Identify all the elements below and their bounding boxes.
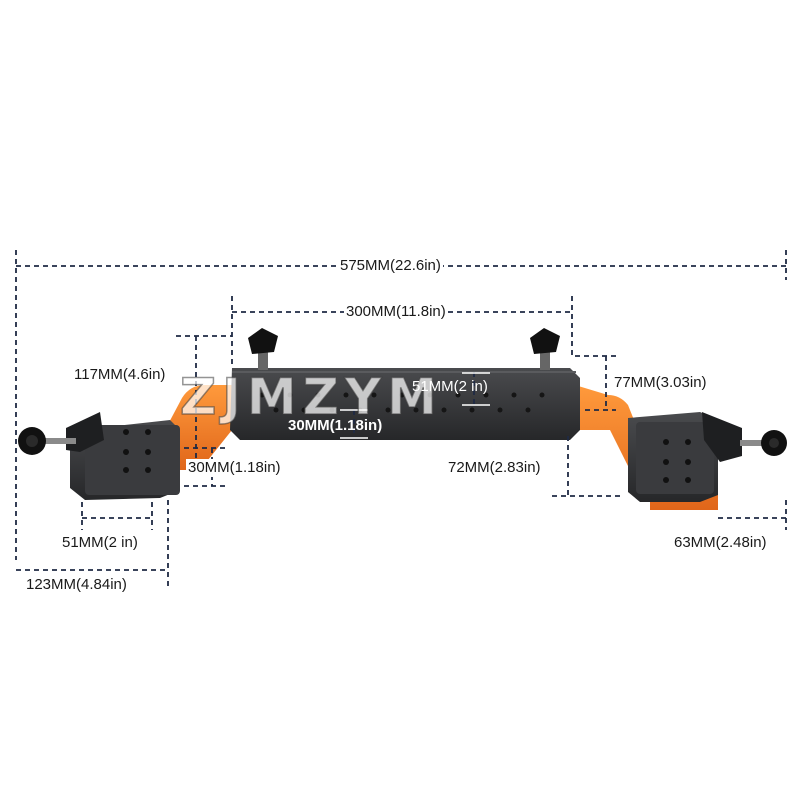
right-plate-top	[636, 422, 714, 494]
orange-arm-right	[575, 385, 718, 510]
dimension-lines	[15, 250, 787, 586]
label-left-hole-spacing: 51MM(2 in)	[60, 534, 140, 552]
label-right-height: 77MM(3.03in)	[612, 374, 709, 392]
label-overall-length: 575MM(22.6in)	[338, 257, 443, 275]
brand-watermark: ZJMZYM	[179, 367, 443, 427]
left-plate-top	[85, 425, 180, 495]
label-right-drop: 72MM(2.83in)	[446, 459, 543, 477]
left-threaded-rod	[36, 438, 76, 444]
label-left-height: 117MM(4.6in)	[72, 366, 168, 384]
label-left-base-height: 30MM(1.18in)	[186, 459, 283, 477]
label-center-bar-height: 30MM(1.18in)	[288, 417, 383, 434]
label-center-bar-length: 300MM(11.8in)	[344, 303, 448, 321]
center-left-knob-icon[interactable]	[248, 328, 278, 354]
label-left-overall-width: 123MM(4.84in)	[24, 576, 129, 594]
center-right-knob-icon[interactable]	[530, 328, 560, 354]
label-center-slot-width: 51MM(2 in)	[412, 378, 488, 395]
right-threaded-rod	[740, 440, 772, 446]
dimension-ticks-white	[340, 372, 490, 439]
label-right-plate-width: 63MM(2.48in)	[672, 534, 769, 552]
right-clamp-block	[702, 412, 742, 462]
center-bar	[230, 368, 580, 440]
center-bar-holes	[259, 392, 545, 413]
